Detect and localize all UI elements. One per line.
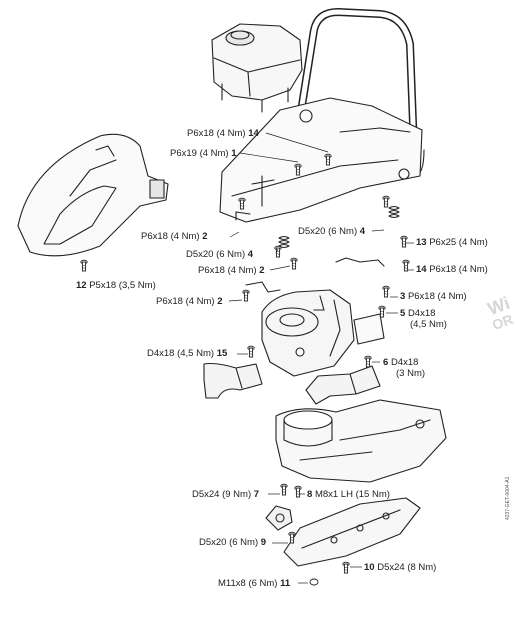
callout-2-left: P6x18 (4 Nm) 2: [141, 231, 208, 242]
screws: [80, 153, 410, 586]
callout-1: P6x19 (4 Nm) 1: [170, 148, 237, 159]
rear-handle-part: [17, 133, 169, 257]
callout-2-lower: P6x18 (4 Nm) 2: [156, 296, 223, 307]
callout-4-right: D5x20 (6 Nm) 4: [298, 226, 366, 237]
callout-7: D5x24 (9 Nm) 7: [192, 489, 260, 500]
callout-3: 3 P6x18 (4 Nm): [400, 291, 467, 302]
callout-9: D5x20 (6 Nm) 9: [199, 537, 267, 548]
fuel-tank-part: [211, 23, 303, 113]
callout-13: 13 P6x25 (4 Nm): [416, 237, 488, 248]
callout-4-left: D5x20 (6 Nm) 4: [186, 249, 254, 260]
bracket-parts: [245, 257, 385, 293]
callout-14-lower: 14 P6x18 (4 Nm): [416, 264, 488, 275]
callout-8: 8 M8x1 LH (15 Nm): [307, 489, 390, 500]
left-hose-part: [203, 362, 263, 399]
gear-housing-part: [275, 399, 447, 483]
gasket-part: [353, 313, 385, 345]
callout-12: 12 P5x18 (3,5 Nm): [76, 280, 156, 291]
clamp-part: [265, 505, 293, 531]
spring-parts: [278, 205, 400, 249]
callout-5: 5 D4x18(4,5 Nm): [400, 308, 447, 330]
callout-14-upper: P6x18 (4 Nm) 14: [187, 128, 259, 139]
document-id: 4237-GET-0004-A1: [505, 476, 511, 520]
carburetor-flange-part: [261, 289, 355, 377]
leader-lines: [228, 132, 414, 584]
callout-6: 6 D4x18(3 Nm): [383, 357, 426, 379]
callout-2-middle: P6x18 (4 Nm) 2: [198, 265, 265, 276]
housing-cover-part: [219, 97, 423, 223]
callout-11: M11x8 (6 Nm) 11: [218, 578, 291, 589]
callout-15: D4x18 (4,5 Nm) 15: [147, 348, 228, 359]
gear-cover-part: [283, 497, 421, 567]
right-hose-part: [305, 365, 381, 405]
callout-10: 10 D5x24 (8 Nm): [364, 562, 437, 573]
